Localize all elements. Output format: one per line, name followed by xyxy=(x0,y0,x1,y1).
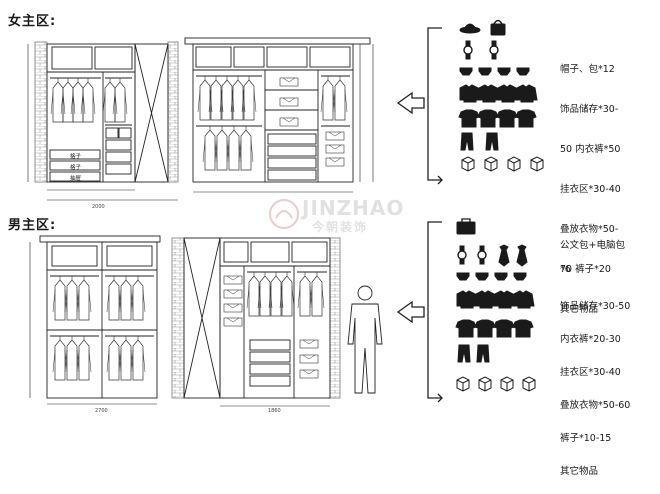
female-item: 50 内衣裤*50 xyxy=(560,144,621,155)
underwear-icon xyxy=(459,67,473,76)
box-icon xyxy=(456,376,470,392)
jacket-icon xyxy=(494,290,516,309)
female-item: 叠放衣物*50- xyxy=(560,224,619,235)
watch-icon xyxy=(477,245,487,265)
tie-icon xyxy=(516,244,528,267)
box-icon xyxy=(507,156,521,172)
jacket-icon xyxy=(513,290,535,309)
female-item: 饰品储存*30- xyxy=(560,104,619,115)
female-arrow xyxy=(396,27,443,185)
female-item: 70 裤子*20 xyxy=(560,264,611,275)
pants-icon xyxy=(457,344,471,363)
drawer-label: 格子 xyxy=(70,163,82,171)
male-wardrobe-left xyxy=(29,235,161,405)
underwear-icon xyxy=(497,67,511,76)
dimension-label: 1860 xyxy=(268,408,281,414)
female-wardrobe-right xyxy=(184,37,374,193)
pants-icon xyxy=(476,344,490,363)
dimension-label: 2700 xyxy=(95,408,108,414)
hat-icon xyxy=(459,23,481,34)
human-figure xyxy=(347,285,383,394)
tshirt-icon xyxy=(512,319,534,338)
drawer-label: 抽屉 xyxy=(70,174,82,182)
male-item: 挂衣区*30-40 xyxy=(560,367,621,378)
male-item: 公文包+电脑包 xyxy=(560,240,625,251)
male-item: 裤子*10-15 xyxy=(560,433,612,444)
male-item: 饰品储存*30-50 xyxy=(560,301,631,312)
jacket-icon xyxy=(456,290,478,309)
box-icon xyxy=(461,156,475,172)
jacket-icon xyxy=(516,84,538,103)
female-item: 帽子、包*12 xyxy=(560,64,615,75)
male-item: 叠放衣物*50-60 xyxy=(560,400,631,411)
underwear-icon xyxy=(516,67,530,76)
watch-icon xyxy=(463,40,473,60)
handbag-icon xyxy=(490,19,506,36)
male-icons xyxy=(455,218,536,392)
female-item: 挂衣区*30-40 xyxy=(560,184,621,195)
tshirt-icon xyxy=(477,109,499,128)
watch-icon xyxy=(489,40,499,60)
male-item-list: 公文包+电脑包 *6 饰品储存*30-50 内衣裤*20-30 挂衣区*30-4… xyxy=(560,228,655,494)
tshirt-icon xyxy=(515,109,537,128)
jacket-icon xyxy=(497,84,519,103)
female-wardrobe-left xyxy=(27,41,179,201)
box-icon xyxy=(530,156,544,172)
drawer-label: 格子 xyxy=(70,152,82,160)
tshirt-icon xyxy=(496,109,518,128)
underwear-icon xyxy=(475,272,489,281)
wardrobe-drawings: 格子 格子 抽屉 2000 xyxy=(27,19,544,414)
tshirt-icon xyxy=(493,319,515,338)
tshirt-icon xyxy=(474,319,496,338)
dimension-label: 2000 xyxy=(92,204,105,210)
underwear-icon xyxy=(494,272,508,281)
box-icon xyxy=(500,376,514,392)
male-section-title: 男主区: xyxy=(8,218,57,233)
watermark-logo xyxy=(269,199,299,229)
watermark-sub: 今朝装饰 xyxy=(312,220,369,234)
box-icon xyxy=(522,376,536,392)
jacket-icon xyxy=(475,290,497,309)
watch-icon xyxy=(457,245,467,265)
underwear-icon xyxy=(513,272,527,281)
underwear-icon xyxy=(478,67,492,76)
tie-icon xyxy=(498,244,510,267)
briefcase-icon xyxy=(456,218,476,235)
pants-icon xyxy=(485,132,499,151)
female-icons xyxy=(458,19,544,172)
pants-icon xyxy=(460,132,474,151)
female-section-title: 女主区: xyxy=(8,14,57,29)
male-item: *6 xyxy=(560,264,571,275)
male-arrow xyxy=(396,221,443,403)
tshirt-icon xyxy=(458,109,480,128)
male-item: 内衣裤*20-30 xyxy=(560,334,621,345)
jacket-icon xyxy=(459,84,481,103)
underwear-icon xyxy=(456,272,470,281)
jacket-icon xyxy=(478,84,500,103)
watermark-brand: JINZHAO xyxy=(302,196,405,220)
female-item-list: 帽子、包*12 饰品储存*30- 50 内衣裤*50 挂衣区*30-40 叠放衣… xyxy=(560,40,655,340)
tshirt-icon xyxy=(455,319,477,338)
male-item: 其它物品 xyxy=(560,466,599,477)
box-icon xyxy=(484,156,498,172)
box-icon xyxy=(478,376,492,392)
male-wardrobe-right xyxy=(171,237,341,407)
female-item: 其它物品 xyxy=(560,304,599,315)
